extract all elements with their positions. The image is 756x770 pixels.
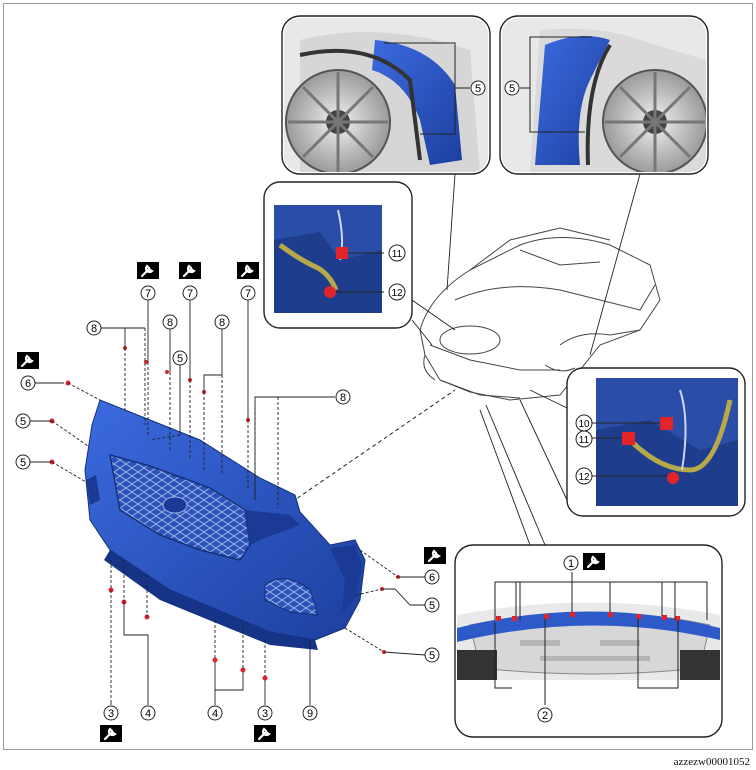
svg-text:12: 12: [578, 472, 590, 483]
svg-text:5: 5: [177, 353, 183, 365]
wrench-icon: [422, 545, 448, 566]
svg-text:10: 10: [578, 419, 590, 430]
svg-text:4: 4: [212, 708, 218, 720]
inset-connector-upper: [263, 181, 413, 329]
callout-5-inset-left: 5: [470, 80, 486, 96]
callout-3-right: 3: [257, 705, 273, 721]
bumper-to-vehicle-guide: [279, 389, 456, 511]
svg-text:8: 8: [340, 392, 346, 404]
svg-text:5: 5: [429, 600, 435, 612]
svg-text:8: 8: [91, 323, 97, 335]
front-bumper-assembly: [84, 399, 366, 650]
callout-10: 10: [575, 414, 593, 432]
callout-6-left: 6: [20, 375, 36, 391]
inset-under-cover: [454, 544, 723, 738]
callout-4-right: 4: [207, 705, 223, 721]
svg-text:1: 1: [568, 558, 574, 570]
svg-text:6: 6: [429, 572, 435, 584]
diagram-frame: [3, 3, 753, 750]
inset-leader-lines: [411, 173, 641, 546]
inset-connector-right: [566, 367, 746, 517]
wrench-icon: [15, 350, 41, 371]
wrench-icon: [581, 551, 607, 572]
callout-4-left: 4: [140, 705, 156, 721]
wrench-icon: [252, 723, 278, 744]
callout-5-right-upper: 5: [424, 597, 440, 613]
svg-text:8: 8: [167, 317, 173, 329]
svg-text:6: 6: [25, 378, 31, 390]
svg-text:12: 12: [391, 288, 403, 299]
callout-8-c: 8: [214, 314, 230, 330]
callout-8-d: 8: [335, 389, 351, 405]
callout-6-right: 6: [424, 569, 440, 585]
wrench-icon: [135, 260, 161, 281]
callout-8-a: 8: [86, 320, 102, 336]
callout-11-right: 11: [575, 430, 593, 448]
callout-5-mid: 5: [172, 350, 188, 366]
svg-text:5: 5: [20, 416, 26, 428]
svg-text:7: 7: [187, 288, 193, 300]
callout-7-a: 7: [140, 285, 156, 301]
callout-11-upper: 11: [388, 244, 406, 262]
callout-12-upper: 12: [388, 283, 406, 301]
callout-5-inset-right: 5: [504, 80, 520, 96]
vehicle-outline: [419, 227, 661, 401]
callout-7-c: 7: [240, 285, 256, 301]
svg-text:11: 11: [392, 249, 403, 260]
svg-text:3: 3: [108, 708, 114, 720]
wrench-icon: [235, 260, 261, 281]
callout-3-left: 3: [103, 705, 119, 721]
callout-5-left-upper: 5: [15, 413, 31, 429]
svg-text:5: 5: [475, 83, 481, 95]
svg-text:7: 7: [145, 288, 151, 300]
wrench-icon: [177, 260, 203, 281]
svg-text:11: 11: [579, 435, 590, 446]
svg-text:7: 7: [245, 288, 251, 300]
callout-5-left-lower: 5: [15, 454, 31, 470]
callout-1: 1: [563, 555, 579, 571]
svg-text:5: 5: [429, 650, 435, 662]
callout-8-b: 8: [162, 314, 178, 330]
callout-7-b: 7: [182, 285, 198, 301]
inset-wheel-arch-left: [281, 15, 491, 175]
svg-text:5: 5: [20, 457, 26, 469]
svg-text:8: 8: [219, 317, 225, 329]
svg-text:9: 9: [307, 708, 313, 720]
callout-12-right: 12: [575, 467, 593, 485]
callout-9: 9: [302, 705, 318, 721]
inset-wheel-arch-right: [499, 15, 709, 175]
svg-text:5: 5: [509, 83, 515, 95]
svg-text:2: 2: [542, 710, 548, 722]
callout-5-right-lower: 5: [424, 647, 440, 663]
figure-id-label: azzezw00001052: [673, 756, 750, 768]
svg-text:4: 4: [145, 708, 151, 720]
wrench-icon: [98, 723, 124, 744]
callout-2: 2: [537, 707, 553, 723]
svg-text:3: 3: [262, 708, 268, 720]
